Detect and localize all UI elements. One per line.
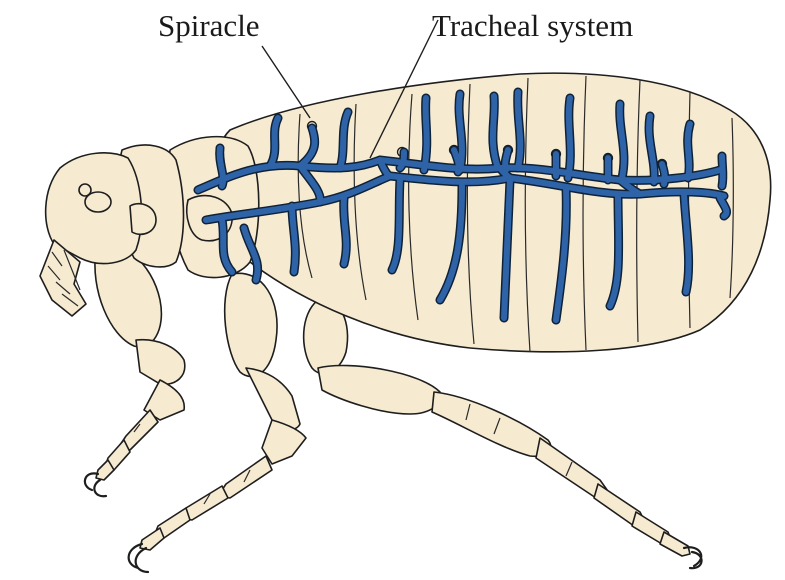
tracheal-system-label: Tracheal system: [432, 8, 633, 43]
spiracle-leader-line: [262, 46, 310, 118]
spiracle-label: Spiracle: [158, 8, 260, 43]
front-leg: [85, 246, 185, 496]
